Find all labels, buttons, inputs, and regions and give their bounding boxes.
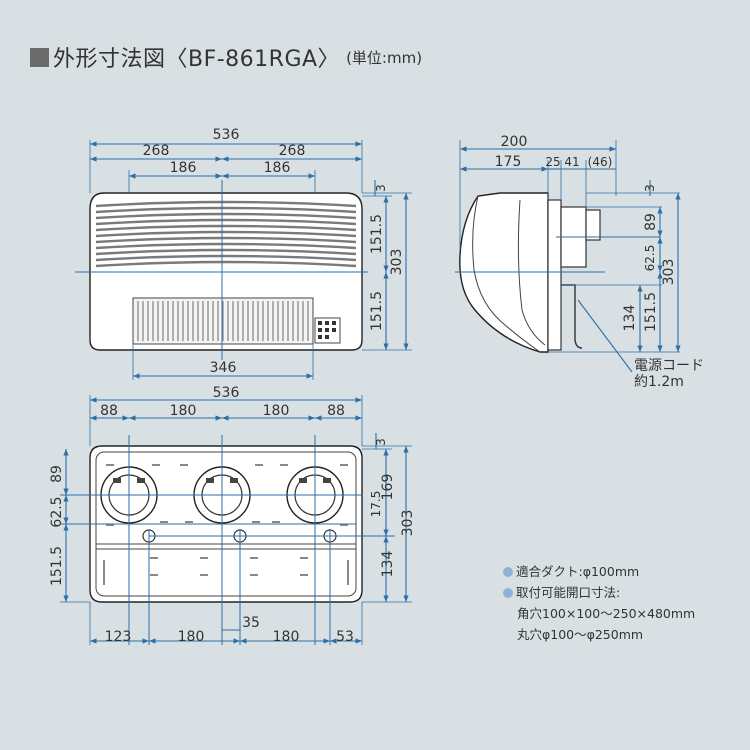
label-back-180-left: 180 [170,403,197,419]
label-side-134: 134 [622,305,638,332]
side-rear-plate [547,199,562,351]
label-front-186-right: 186 [264,160,291,176]
front-grille-slats [137,301,309,341]
bullet-icon [503,588,513,598]
side-inner-curve [517,199,546,346]
label-front-3: 3 [374,184,388,192]
label-side-62-5: 62.5 [643,245,657,272]
label-back-bottom-35: 35 [242,615,260,631]
label-cord-line1: 電源コード [634,358,704,374]
side-view: 200 175 25 41 (46) 3 89 62.5 151.5 134 3… [455,134,704,390]
label-side-3: 3 [643,184,657,192]
front-top-grill [95,200,357,268]
label-back-left-62-5: 62.5 [49,496,65,527]
diagram-heading: 外形寸法図〈BF-861RGA〉 (単位:mm) [30,40,422,74]
spec-notes: 適合ダクト:φ100mm 取付可能開口寸法: 角穴100×100〜250×480… [503,561,695,645]
label-front-lower-151-5: 151.5 [369,291,385,331]
label-cord-line2: 約1.2m [634,374,684,390]
label-side-25: 25 [545,155,560,169]
note-opening-title: 取付可能開口寸法: [516,585,621,600]
label-front-268-left: 268 [143,143,170,159]
front-extension-lines [89,140,412,380]
label-side-151-5: 151.5 [643,292,659,332]
cord-leader [577,299,633,373]
note-round: 丸穴φ100〜φ250mm [503,624,695,645]
back-centerlines [60,435,395,645]
label-back-right-303: 303 [400,510,416,537]
label-back-3: 3 [374,438,388,446]
label-back-bottom-53: 53 [336,629,354,645]
note-round-text: 丸穴φ100〜φ250mm [517,627,644,642]
power-cord [561,284,583,349]
label-side-41: 41 [564,155,579,169]
label-side-46: (46) [588,155,613,169]
note-square: 角穴100×100〜250×480mm [503,603,695,624]
label-front-303: 303 [389,249,405,276]
side-extension-lines [459,140,680,353]
note-duct-text: 適合ダクト:φ100mm [516,564,640,579]
label-side-303: 303 [661,259,677,286]
side-panel-curve [472,195,541,353]
label-back-180-right: 180 [263,403,290,419]
diagram-title: 外形寸法図〈BF-861RGA〉 [53,47,341,72]
note-square-text: 角穴100×100〜250×480mm [517,606,696,621]
front-view: 536 268 268 186 186 346 3 151.5 151.5 30… [75,127,412,380]
diagram-unit: (単位:mm) [346,48,423,67]
note-opening: 取付可能開口寸法: [503,582,695,603]
label-back-bottom-180-right: 180 [273,629,300,645]
label-back-right-134: 134 [380,551,396,578]
label-front-186-left: 186 [170,160,197,176]
label-front-268-right: 268 [279,143,306,159]
label-back-88-left: 88 [100,403,118,419]
label-back-bottom-180-left: 180 [178,629,205,645]
label-back-bottom-123: 123 [105,629,132,645]
label-front-346: 346 [210,360,237,376]
heading-square-icon [30,47,49,67]
label-side-89: 89 [643,213,659,231]
back-rib-marks [103,464,349,585]
side-duct-flange [585,209,601,241]
bullet-icon [503,567,513,577]
note-duct: 適合ダクト:φ100mm [503,561,695,582]
label-back-right-169: 169 [380,474,396,501]
control-buttons [318,321,336,339]
label-back-left-89: 89 [49,465,65,483]
back-view: 536 88 180 180 88 3 89 62.5 151.5 17.5 1… [49,385,416,645]
label-back-right-17-5: 17.5 [369,491,383,518]
label-front-536: 536 [213,127,240,143]
label-front-upper-151-5: 151.5 [369,214,385,254]
label-back-left-151-5: 151.5 [49,546,65,586]
label-side-175: 175 [495,154,522,170]
label-back-88-right: 88 [327,403,345,419]
label-side-200: 200 [501,134,528,150]
label-back-536: 536 [213,385,240,401]
